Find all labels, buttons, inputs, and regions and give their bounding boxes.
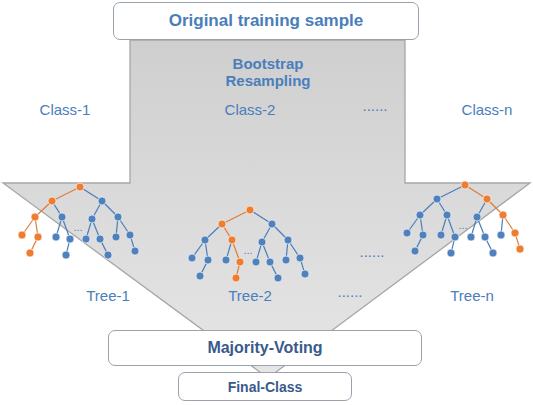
tree-node — [268, 220, 276, 228]
tree-figure — [403, 181, 524, 257]
decision-trees — [18, 181, 524, 282]
tree-node — [52, 233, 60, 241]
tree-node — [104, 251, 112, 259]
tree-node — [66, 235, 74, 243]
tree-node — [196, 272, 204, 280]
tree-node — [403, 229, 411, 237]
process-box: Majority-Voting — [108, 330, 422, 366]
tree-node — [18, 231, 26, 239]
tree-node — [443, 211, 451, 219]
process-label: Bootstrap Resampling — [208, 55, 328, 90]
tree-node — [461, 181, 469, 189]
tree-node — [228, 236, 236, 244]
tree-node — [126, 231, 134, 239]
process-box: Final-Class — [178, 372, 352, 401]
tree-node — [467, 233, 475, 241]
tree-node — [88, 215, 96, 223]
tree-node — [489, 249, 497, 257]
tree-node — [416, 211, 424, 219]
process-box: Original training sample — [113, 2, 419, 40]
tree-node — [246, 206, 254, 214]
tree-node — [96, 235, 104, 243]
tree-node — [112, 233, 120, 241]
tree-node — [201, 236, 209, 244]
tree-node — [266, 258, 274, 266]
tree-node — [483, 195, 491, 203]
tree-label: Tree-2 — [228, 287, 272, 304]
tree-node — [296, 254, 304, 262]
class-label: Class-1 — [40, 101, 91, 118]
tree-node — [481, 233, 489, 241]
ellipsis: ...... — [337, 283, 362, 300]
tree-node — [252, 258, 260, 266]
box-text: Original training sample — [169, 11, 364, 31]
ellipsis: ... — [458, 219, 467, 232]
ellipsis: ... — [73, 221, 82, 234]
tree-node — [497, 231, 505, 239]
tree-node — [114, 213, 122, 221]
tree-node — [284, 236, 292, 244]
tree-figure — [188, 206, 309, 282]
tree-figure — [18, 183, 139, 259]
tree-node — [48, 197, 56, 205]
tree-node — [282, 256, 290, 264]
tree-node — [82, 235, 90, 243]
tree-branch — [222, 210, 250, 224]
tree-node — [451, 233, 459, 241]
class-label: Class-2 — [225, 101, 276, 118]
tree-node — [76, 183, 84, 191]
tree-node — [516, 245, 524, 253]
tree-node — [274, 274, 282, 282]
tree-node — [62, 251, 70, 259]
tree-branch — [437, 185, 465, 199]
tree-node — [34, 233, 42, 241]
class-label: Class-n — [462, 101, 513, 118]
tree-node — [236, 258, 244, 266]
tree-node — [419, 231, 427, 239]
tree-node — [31, 213, 39, 221]
box-text: Majority-Voting — [207, 339, 322, 357]
tree-node — [188, 254, 196, 262]
tree-node — [437, 231, 445, 239]
tree-node — [301, 270, 309, 278]
tree-label: Tree-1 — [86, 287, 130, 304]
box-text: Final-Class — [228, 379, 303, 395]
tree-node — [222, 256, 230, 264]
tree-node — [204, 256, 212, 264]
ellipsis: ...... — [359, 243, 384, 260]
tree-node — [433, 195, 441, 203]
tree-label: Tree-n — [450, 287, 494, 304]
ellipsis: ... — [243, 244, 252, 257]
tree-node — [473, 213, 481, 221]
tree-branch — [52, 187, 80, 201]
bootstrap-arrow — [3, 40, 530, 378]
tree-node — [98, 197, 106, 205]
tree-node — [411, 247, 419, 255]
tree-node — [258, 238, 266, 246]
tree-node — [218, 220, 226, 228]
tree-node — [232, 274, 240, 282]
tree-node — [499, 211, 507, 219]
tree-node — [511, 229, 519, 237]
tree-node — [58, 213, 66, 221]
ellipsis: ...... — [362, 97, 387, 114]
tree-node — [447, 249, 455, 257]
tree-node — [26, 249, 34, 257]
tree-node — [131, 247, 139, 255]
